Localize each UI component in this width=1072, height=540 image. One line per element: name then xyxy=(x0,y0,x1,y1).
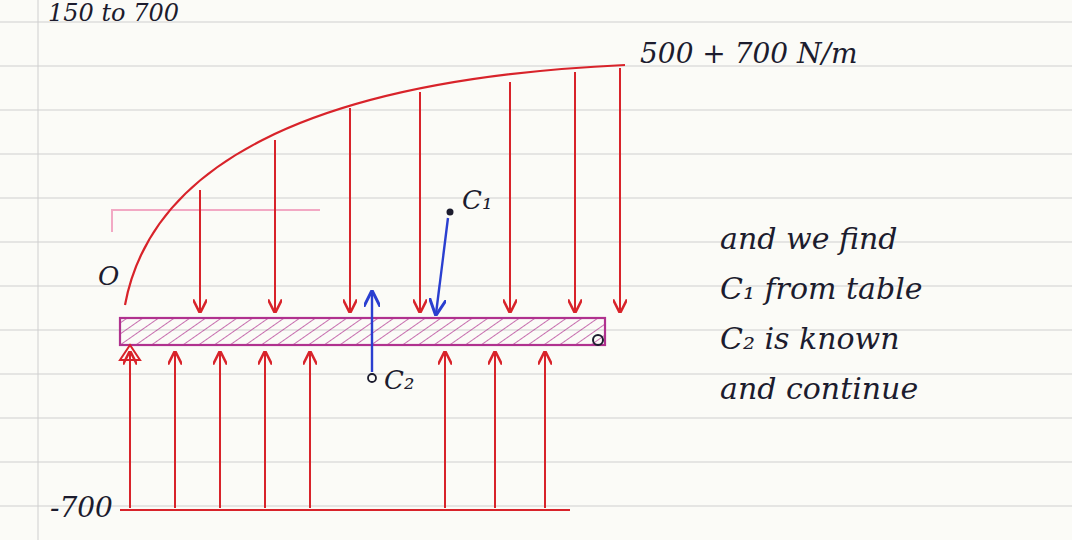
load-arrow xyxy=(509,82,511,312)
ruled-line xyxy=(0,418,1072,419)
bottom-load-line xyxy=(120,509,570,511)
resultant-arrow xyxy=(371,292,373,372)
load-arrow xyxy=(619,68,621,312)
reference-line xyxy=(112,210,320,232)
bottom-load-arrows xyxy=(130,352,545,508)
load-arrow xyxy=(129,352,131,508)
ruled-line xyxy=(0,242,1072,243)
resultant-arrow xyxy=(436,218,448,314)
note-text: 150 to 700 xyxy=(48,0,179,28)
note-text: C₂ is known xyxy=(720,322,900,357)
roller-support xyxy=(593,335,603,345)
top-load-arrows xyxy=(200,68,620,312)
load-value: 500 + 700 N/m xyxy=(640,38,858,70)
load-arrow xyxy=(419,92,421,312)
point-label: C₁ xyxy=(462,186,492,216)
ruled-line xyxy=(0,110,1072,111)
beam xyxy=(120,318,605,345)
load-arrow xyxy=(444,352,446,508)
load-arrow xyxy=(219,352,221,508)
ruled-line xyxy=(0,462,1072,463)
origin-label: O xyxy=(98,262,119,292)
ruled-line xyxy=(0,198,1072,199)
load-arrow xyxy=(309,352,311,508)
load-arrow xyxy=(349,108,351,312)
ruled-line xyxy=(0,506,1072,507)
note-text: and continue xyxy=(720,372,918,407)
load-arrow xyxy=(174,352,176,508)
point-label: C₂ xyxy=(384,366,414,396)
ruled-line xyxy=(0,154,1072,155)
load-arrow xyxy=(574,72,576,312)
load-arrow xyxy=(544,352,546,508)
note-text: and we find xyxy=(720,222,897,257)
load-arrow xyxy=(274,140,276,312)
margin-line xyxy=(38,0,39,540)
load-arrow xyxy=(264,352,266,508)
load-arrow xyxy=(199,190,201,312)
load-value: -700 xyxy=(50,492,113,524)
centroid-point xyxy=(447,209,454,216)
ruled-line xyxy=(0,66,1072,67)
note-text: C₁ from table xyxy=(720,272,923,307)
load-arrow xyxy=(494,352,496,508)
centroid-point xyxy=(368,374,376,382)
